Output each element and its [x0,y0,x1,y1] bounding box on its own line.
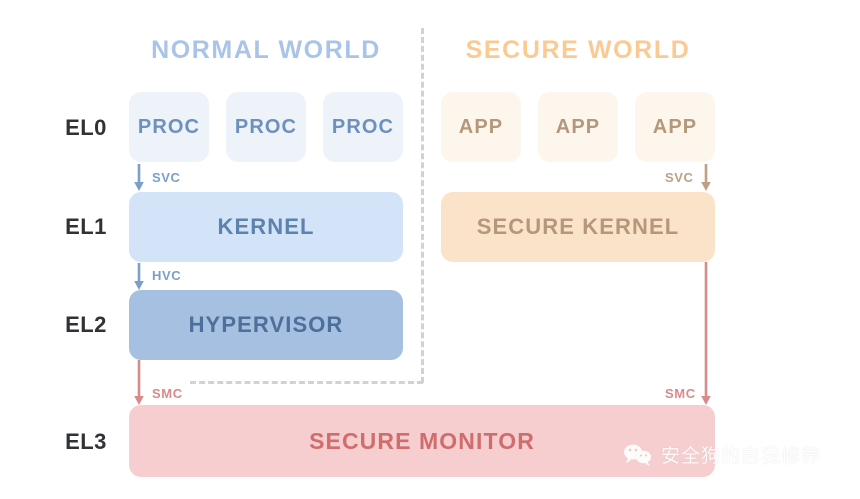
hypervisor-box: HYPERVISOR [129,290,403,360]
svc-label-secure: SVC [665,170,694,185]
smc-label-right: SMC [665,386,696,401]
smc-arrow-right-icon [700,262,712,406]
svc-arrow-secure-icon [700,164,712,192]
hvc-arrow-icon [133,263,145,291]
smc-label-left: SMC [152,386,183,401]
proc-box-3: PROC [323,92,403,162]
world-divider-dashed-line [421,28,424,383]
secure-monitor-box: SECURE MONITOR [129,405,715,477]
exception-level-label-el1: EL1 [65,214,107,239]
secure-world-title: SECURE WORLD [465,36,691,64]
normal-world-bottom-dashed-line [190,381,423,384]
svc-arrow-normal-icon [133,164,145,192]
exception-level-label-el2: EL2 [65,312,107,337]
app-box-1: APP [441,92,521,162]
normal-world-title: NORMAL WORLD [151,36,381,64]
exception-level-label-el3: EL3 [65,429,107,454]
hvc-label: HVC [152,268,182,283]
app-box-2: APP [538,92,618,162]
kernel-box: KERNEL [129,192,403,262]
wechat-icon [623,443,653,467]
smc-arrow-left-icon [133,360,145,406]
proc-box-2: PROC [226,92,306,162]
exception-level-label-el0: EL0 [65,115,107,140]
svc-label-normal: SVC [152,170,181,185]
watermark-text: 安全狗的自我修养 [661,446,822,467]
watermark: 安全狗的自我修养 [623,441,821,468]
proc-box-1: PROC [129,92,209,162]
secure-kernel-box: SECURE KERNEL [441,192,715,262]
app-box-3: APP [635,92,715,162]
